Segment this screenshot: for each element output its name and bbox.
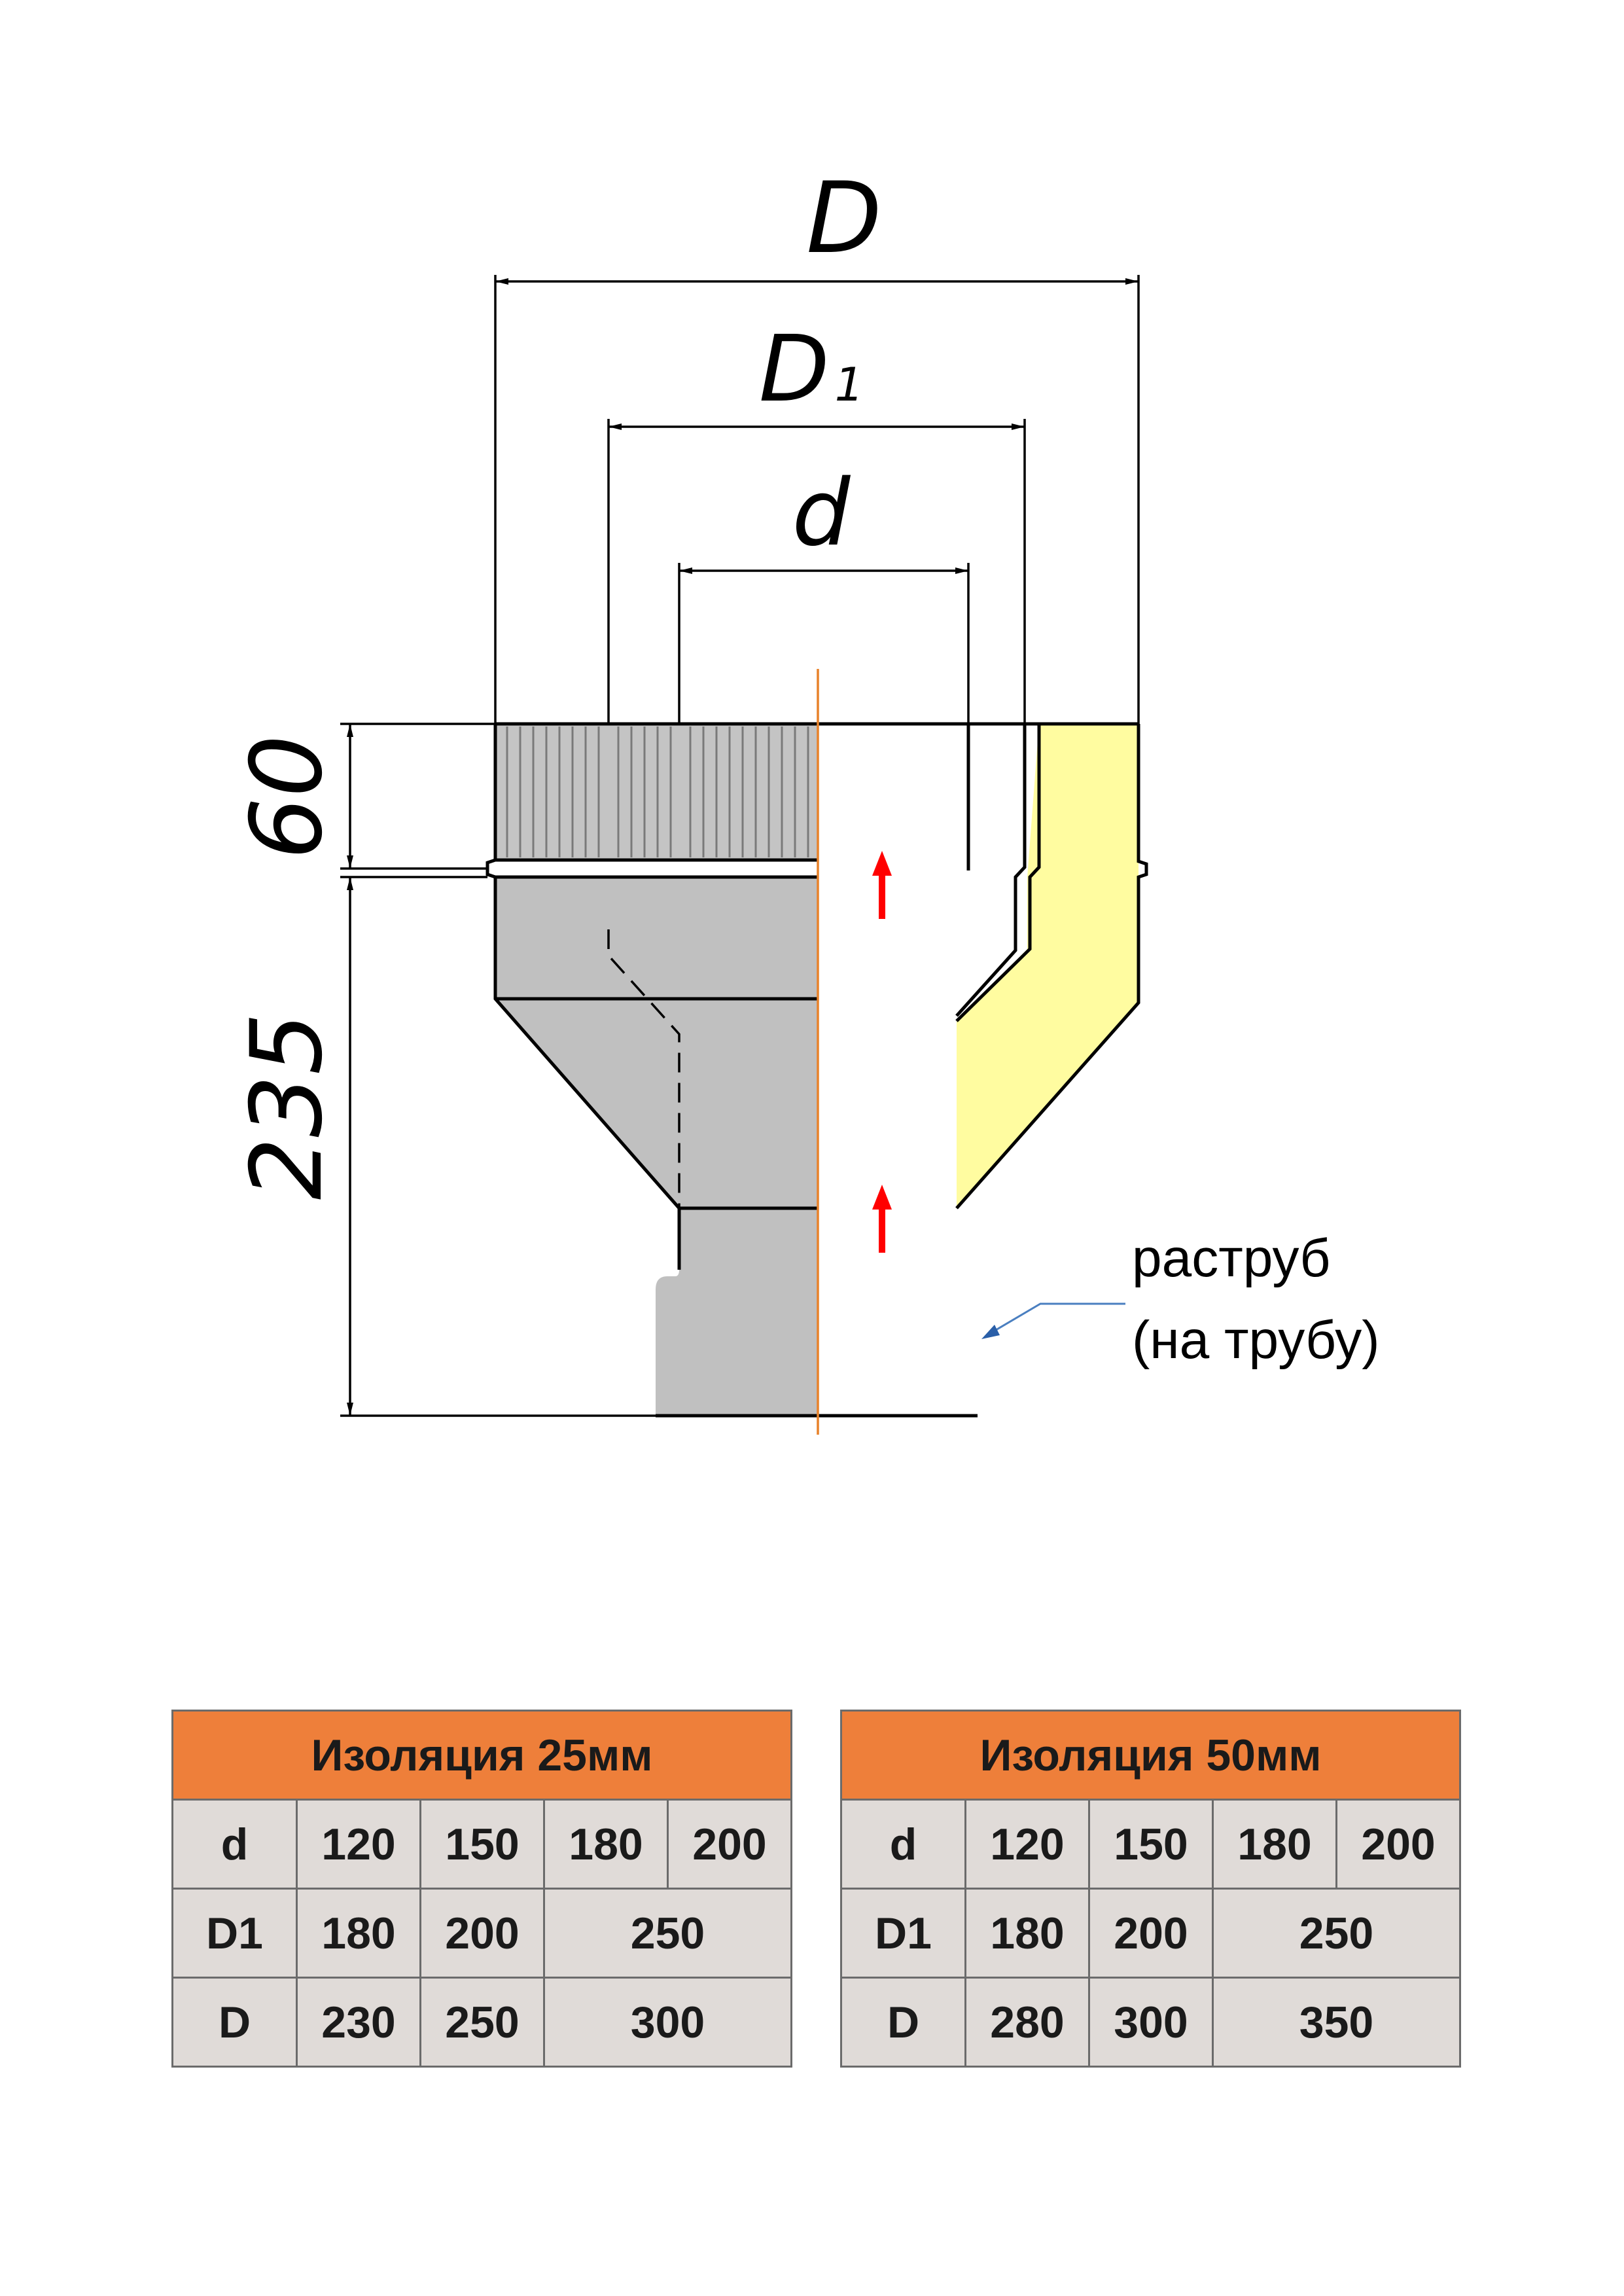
table-cell: 120 — [296, 1799, 421, 1890]
table-row-D1: D1 180 200 250 — [840, 1888, 1462, 1979]
dim-235-label: 235 — [230, 1013, 344, 1200]
callout-line1: раструб — [1132, 1229, 1330, 1288]
table-cell: 200 — [1335, 1799, 1462, 1890]
table-cell: 180 — [1212, 1799, 1337, 1890]
row-label: D1 — [840, 1888, 966, 1979]
row-label: D1 — [171, 1888, 298, 1979]
insulated-section — [495, 722, 1148, 1418]
metal-body — [485, 724, 818, 1416]
flow-arrows — [872, 851, 892, 1253]
callout-line2: (на трубу) — [1132, 1310, 1380, 1370]
table-cell: 280 — [964, 1977, 1090, 2068]
table-cell: 150 — [1088, 1799, 1214, 1890]
table-cell: 150 — [419, 1799, 545, 1890]
table-cell: 180 — [296, 1888, 421, 1979]
table-row-D1: D1 180 200 250 — [171, 1888, 793, 1979]
table-cell: 180 — [964, 1888, 1090, 1979]
spec-table-50mm: Изоляция 50мм d 120 150 180 200 D1 180 2… — [839, 1710, 1462, 2068]
table-cell: 200 — [1088, 1888, 1214, 1979]
table-cell: 200 — [666, 1799, 793, 1890]
table-title: Изоляция 50мм — [839, 1710, 1462, 1801]
spec-table-25mm: Изоляция 25мм d 120 150 180 200 D1 180 2… — [171, 1710, 793, 2068]
table-row-D: D 280 300 350 — [840, 1977, 1462, 2068]
table-cell: 200 — [419, 1888, 545, 1979]
table-cell: 180 — [543, 1799, 669, 1890]
table-row-d: d 120 150 180 200 — [840, 1799, 1462, 1890]
table-cell: 300 — [542, 1977, 793, 2068]
row-label: D — [171, 1977, 298, 2068]
table-title: Изоляция 25мм — [171, 1710, 793, 1801]
dim-d-label: d — [792, 460, 851, 567]
table-cell: 230 — [296, 1977, 421, 2068]
table-cell: 250 — [542, 1888, 793, 1979]
table-cell: 250 — [1211, 1888, 1462, 1979]
dim-60-label: 60 — [230, 735, 344, 860]
row-label: D — [840, 1977, 966, 2068]
table-row-d: d 120 150 180 200 — [171, 1799, 793, 1890]
table-cell: 120 — [964, 1799, 1090, 1890]
row-label: d — [840, 1799, 966, 1890]
socket-callout: раструб (на трубу) — [981, 1229, 1380, 1370]
table-cell: 250 — [419, 1977, 545, 2068]
table-row-D: D 230 250 300 — [171, 1977, 793, 2068]
table-cell: 300 — [1088, 1977, 1214, 2068]
dim-D-label: D — [806, 162, 882, 276]
table-cell: 350 — [1211, 1977, 1462, 2068]
row-label: d — [171, 1799, 298, 1890]
